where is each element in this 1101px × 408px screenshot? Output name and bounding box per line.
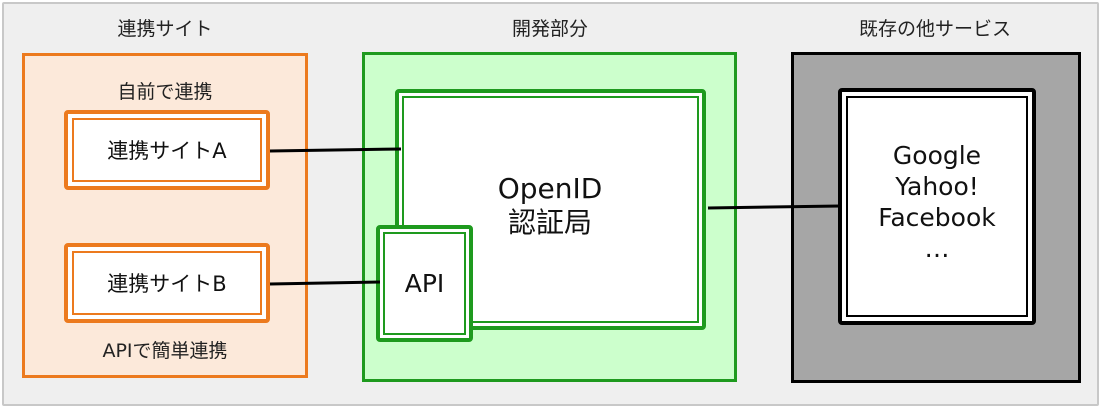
existing-services-box (838, 88, 1036, 325)
self-integration-label: 自前で連携 (117, 81, 213, 103)
api-label: API (383, 232, 466, 335)
service-item: Yahoo! (895, 172, 979, 201)
partner-site-a-label: 連携サイトA (72, 118, 262, 182)
middle-column-title: 開発部分 (511, 18, 588, 40)
openid-provider-line1: OpenID (497, 172, 603, 205)
openid-provider-label: OpenID 認証局 (480, 172, 620, 240)
api-box: API (376, 225, 473, 342)
connector-openid-services (707, 204, 841, 210)
existing-services-list: Google Yahoo! Facebook … (842, 140, 1032, 264)
right-column-title: 既存の他サービス (858, 18, 1011, 40)
service-item: Google (892, 141, 982, 170)
left-column-title: 連携サイト (117, 18, 213, 40)
partner-sites-region (22, 53, 308, 378)
service-item: Facebook (878, 203, 996, 232)
api-integration-label: APIで簡単連携 (102, 340, 228, 362)
partner-site-a-box: 連携サイトA (64, 110, 270, 190)
openid-provider-line2: 認証局 (507, 206, 592, 239)
partner-site-b-label: 連携サイトB (72, 251, 262, 315)
partner-site-b-box: 連携サイトB (64, 243, 270, 323)
connector-site-a-openid (269, 147, 402, 153)
service-item: … (924, 234, 950, 263)
connector-site-b-api (269, 280, 381, 286)
